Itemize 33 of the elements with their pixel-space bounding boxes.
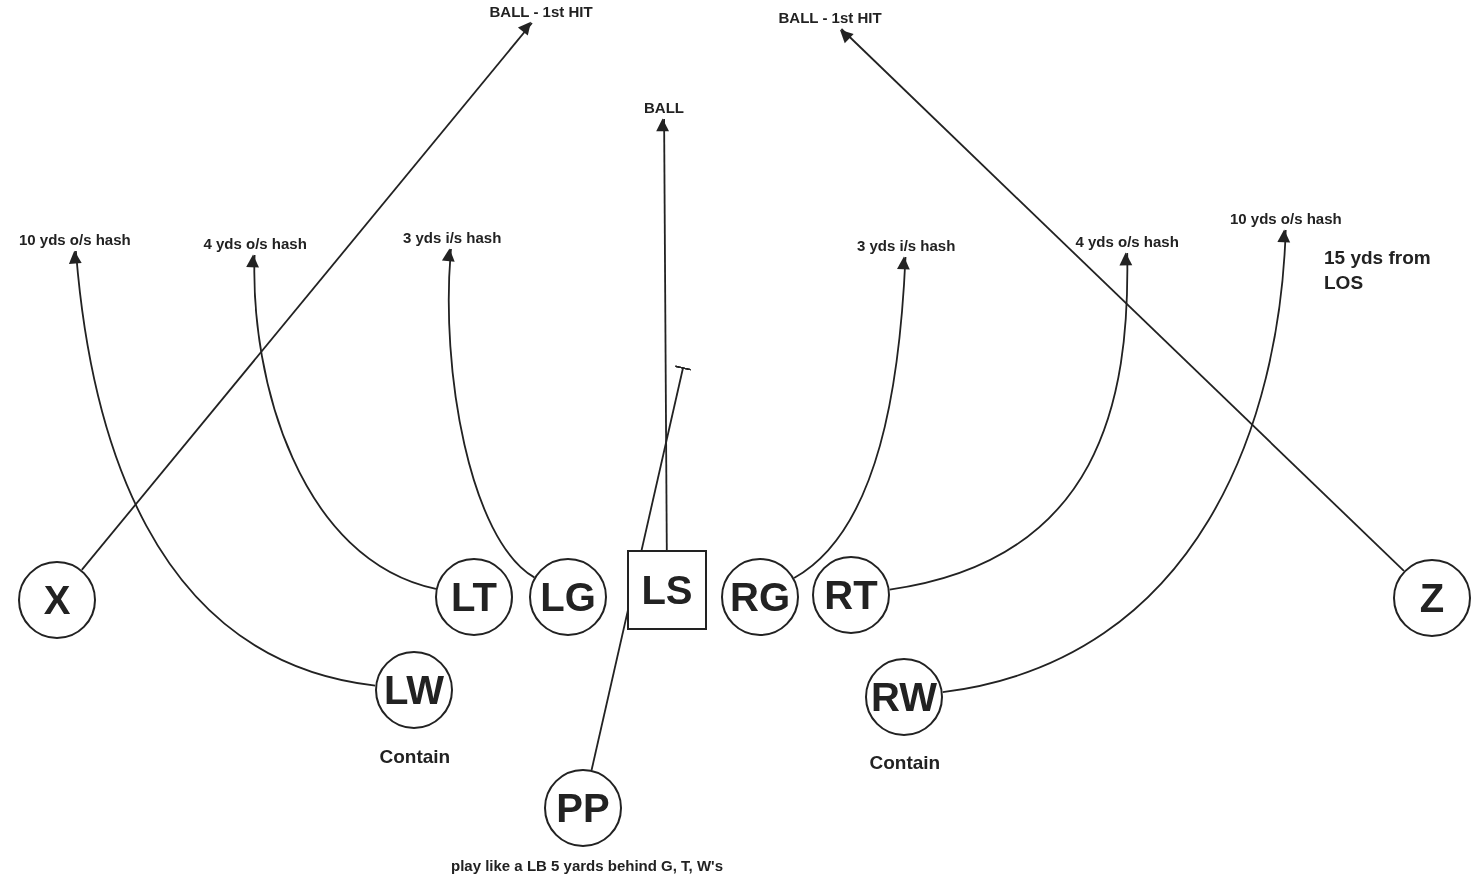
note-text: play like a LB 5 yards behind G, T, W's (451, 856, 723, 874)
player-label: RW (871, 677, 937, 717)
route-arrow (941, 229, 1290, 694)
target-label: BALL - 1st HIT (489, 3, 593, 21)
route-arrow (246, 254, 437, 590)
note-text: Contain (869, 752, 941, 774)
player-label: X (43, 580, 71, 620)
player-label: RT (824, 575, 878, 615)
player-label: Z (1419, 578, 1445, 618)
route-arrow (69, 250, 377, 687)
player-label: RG (730, 577, 790, 617)
center-square (627, 550, 707, 630)
route-arrow (80, 21, 533, 571)
route-arrow (888, 252, 1132, 591)
player-label: LS (641, 570, 693, 610)
player-label: LG (540, 577, 596, 617)
player-label: LT (451, 577, 497, 617)
target-label: 10 yds o/s hash (19, 231, 131, 249)
player-label: LW (384, 670, 444, 710)
target-label: 10 yds o/s hash (1230, 210, 1342, 228)
target-label: 3 yds i/s hash (403, 229, 502, 247)
target-label: 3 yds i/s hash (857, 237, 956, 255)
target-label: 4 yds o/s hash (1075, 233, 1179, 251)
target-label: BALL - 1st HIT (778, 9, 882, 27)
route-arrow (656, 118, 669, 551)
target-label: BALL (644, 99, 684, 117)
player-label: PP (556, 788, 610, 828)
route-arrow (442, 248, 536, 579)
note-text: Contain (379, 746, 451, 768)
target-label: 4 yds o/s hash (203, 235, 307, 253)
note-text: 15 yds from LOS (1324, 246, 1432, 295)
route-arrow (793, 256, 910, 579)
route-arrow (839, 28, 1405, 572)
